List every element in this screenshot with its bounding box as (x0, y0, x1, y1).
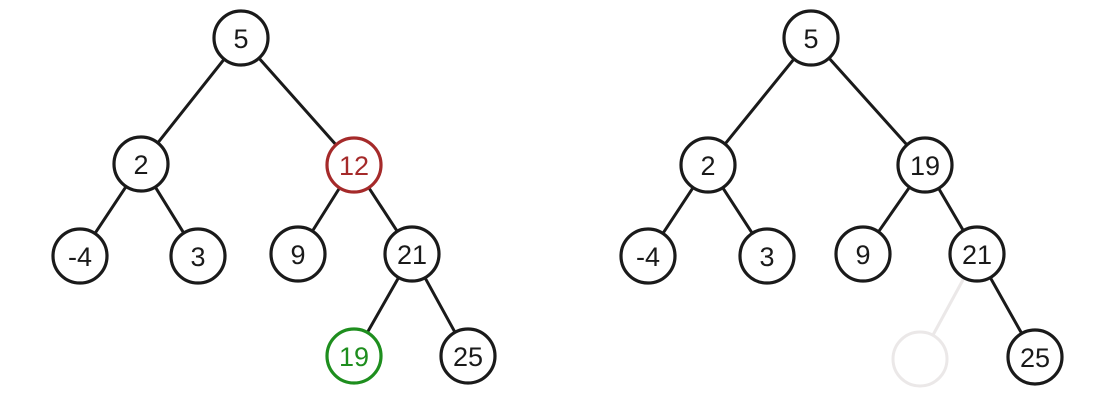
node-label: 9 (855, 240, 870, 270)
node-circle (112, 135, 170, 193)
tree-edge (826, 55, 910, 148)
tree-edge (310, 185, 342, 234)
node-circle (619, 227, 677, 285)
tree-edge (988, 275, 1024, 336)
node-circle (169, 227, 227, 285)
tree-edge (720, 185, 755, 236)
node-circle (212, 9, 270, 67)
tree-edge (660, 185, 696, 236)
node-label: 21 (962, 240, 992, 270)
node-circle (1006, 328, 1064, 386)
tree-node[interactable]: 21 (383, 225, 441, 283)
node-label: 3 (759, 242, 774, 272)
tree-edge (256, 55, 339, 148)
tree-node[interactable]: 19 (896, 136, 954, 194)
tree-node[interactable]: 2 (679, 136, 737, 194)
tree-node[interactable]: 21 (948, 225, 1006, 283)
tree-edge (92, 184, 129, 236)
node-label: -4 (68, 242, 92, 272)
node-label: 21 (397, 240, 427, 270)
node-circle (269, 225, 327, 283)
tree-node[interactable]: 2 (112, 135, 170, 193)
tree-edge (423, 275, 457, 335)
node-circle (325, 327, 383, 385)
tree-edge (366, 185, 400, 234)
tree-node[interactable]: 5 (782, 9, 840, 67)
tree-edge (365, 275, 401, 335)
node-circle (948, 225, 1006, 283)
node-label: 12 (339, 151, 369, 181)
node-circle (834, 225, 892, 283)
node-circle (439, 327, 497, 385)
tree-edge (722, 56, 797, 147)
tree-node[interactable]: 3 (169, 227, 227, 285)
tree-node[interactable]: 5 (212, 9, 270, 67)
node-circle (896, 136, 954, 194)
node-circle (325, 136, 383, 194)
node-circle (679, 136, 737, 194)
edges-layer (92, 55, 1024, 338)
node-label: 19 (339, 342, 369, 372)
node-circle (782, 9, 840, 67)
tree-node[interactable]: -4 (619, 227, 677, 285)
tree-edge (153, 184, 186, 236)
tree-node[interactable]: 12 (325, 136, 383, 194)
tree-node[interactable]: 9 (834, 225, 892, 283)
nodes-layer: 5 2 12 -4 3 9 21 19 25 5 2 19 -4 3 9 21 25 (51, 9, 1064, 388)
tree-edge (936, 185, 966, 234)
tree-edge (876, 184, 912, 235)
node-label: 5 (233, 24, 248, 54)
tree-node[interactable]: 25 (1006, 328, 1064, 386)
node-label: 25 (1020, 343, 1050, 373)
node-label: 19 (910, 151, 940, 181)
node-label: 25 (453, 342, 483, 372)
tree-node[interactable]: 3 (738, 227, 796, 285)
tree-edge (155, 56, 227, 146)
node-circle (738, 227, 796, 285)
node-circle (51, 227, 109, 285)
tree-node[interactable]: -4 (51, 227, 109, 285)
node-label: 2 (700, 151, 715, 181)
node-label: 3 (190, 242, 205, 272)
node-label: 9 (290, 240, 305, 270)
tree-node-placeholder[interactable] (891, 330, 949, 388)
tree-edge (930, 275, 967, 338)
tree-node[interactable]: 19 (325, 327, 383, 385)
node-label: -4 (636, 242, 660, 272)
tree-node[interactable]: 25 (439, 327, 497, 385)
node-circle (891, 330, 949, 388)
tree-node[interactable]: 9 (269, 225, 327, 283)
node-label: 5 (803, 24, 818, 54)
node-circle (383, 225, 441, 283)
node-label: 2 (133, 150, 148, 180)
